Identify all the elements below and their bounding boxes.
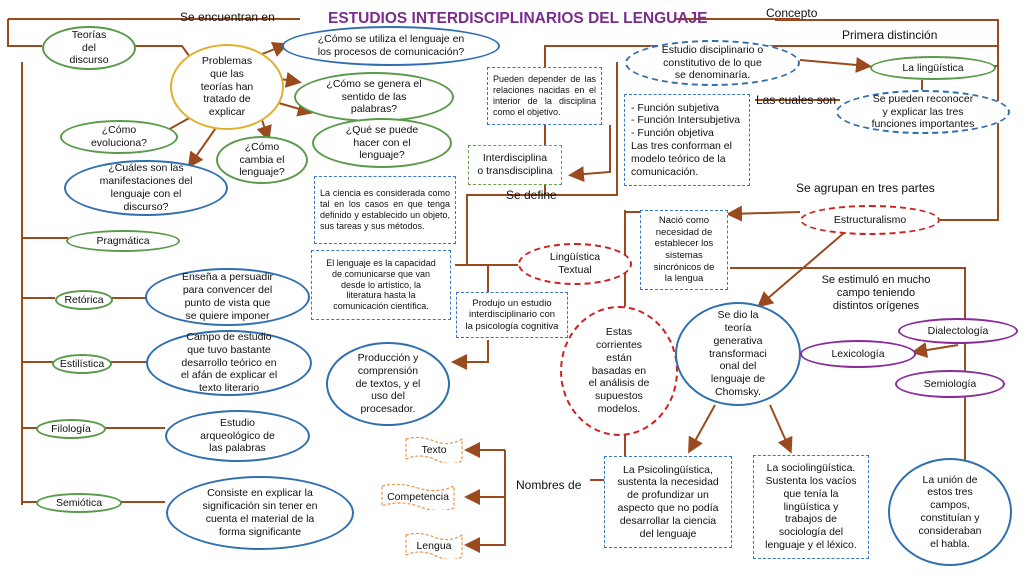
box-nacio: Nació como necesidad de establecer los s… (640, 210, 728, 290)
node-linguistica-textual: Lingüística Textual (518, 243, 632, 285)
node-question-sentido: ¿Cómo se genera el sentido de las palabr… (294, 72, 454, 122)
label-se-define: Se define (506, 188, 557, 202)
node-estilistica-desc: Campo de estudio que tuvo bastante desar… (146, 330, 312, 396)
node-pragmatica: Pragmática (66, 230, 180, 252)
label-se-encuentran-en: Se encuentran en (180, 10, 275, 24)
node-teorias-del-discurso: Teorías del discurso (42, 26, 136, 70)
node-estudio-disciplinario: Estudio disciplinario o constitutivo de … (625, 40, 800, 86)
node-retorica: Retórica (55, 290, 113, 310)
flag-competencia: Competencia (380, 484, 456, 510)
node-filologia-desc: Estudio arqueológico de las palabras (165, 410, 310, 462)
node-question-cambia: ¿Cómo cambia el lenguaje? (216, 136, 308, 184)
box-interdisciplina: Interdisciplina o transdisciplina (468, 145, 562, 185)
node-filologia: Filología (36, 419, 106, 439)
node-reconocer-funciones: Se pueden reconocer y explicar las tres … (836, 90, 1010, 134)
node-estilistica: Estilística (52, 354, 112, 374)
box-sociolinguistica: La sociolingüística. Sustenta los vacíos… (753, 455, 869, 559)
node-problemas: Problemas que las teorías han tratado de… (170, 44, 284, 130)
node-estas-corrientes: Estas corrientes están basadas en el aná… (560, 306, 678, 436)
node-union-campos: La unión de estos tres campos, constituí… (888, 458, 1012, 566)
node-semiologia: Semiología (895, 370, 1005, 398)
node-estructuralismo: Estructuralismo (800, 205, 940, 235)
flag-texto: Texto (404, 437, 464, 463)
node-produccion: Producción y comprensión de textos, y el… (326, 342, 450, 426)
flag-lengua-label: Lengua (416, 540, 452, 552)
label-primera-distincion: Primera distinción (842, 28, 938, 42)
node-la-linguistica: La lingüística (870, 56, 996, 80)
label-concepto: Concepto (766, 6, 818, 20)
label-se-estimulo: Se estimuló en mucho campo teniendo dist… (821, 274, 931, 313)
box-psicolinguistica: La Psicolingüística, sustenta la necesid… (604, 456, 732, 548)
box-ciencia: La ciencia es considerada como tal en lo… (314, 176, 456, 244)
node-dialectologia: Dialectología (898, 318, 1018, 344)
node-question-evoluciona: ¿Cómo evoluciona? (60, 120, 178, 154)
flag-texto-label: Texto (421, 444, 447, 456)
label-las-cuales-son: Las cuales son (756, 93, 837, 107)
label-nombres-de: Nombres de (516, 478, 582, 492)
label-se-agrupan: Se agrupan en tres partes (796, 181, 935, 195)
box-funciones: - Función subjetiva - Función Intersubje… (624, 94, 750, 186)
node-question-comunicacion: ¿Cómo se utiliza el lenguaje en los proc… (282, 26, 500, 66)
box-pueden-depender: Pueden depender de las relaciones nacida… (487, 67, 602, 125)
box-lenguaje-capacidad: El lenguaje es la capacidad de comunicar… (311, 250, 451, 320)
node-lexicologia: Lexicología (800, 340, 916, 368)
flag-competencia-label: Competencia (387, 491, 449, 503)
node-chomsky: Se dio la teoría generativa transformaci… (675, 302, 801, 406)
node-semiotica-desc: Consiste en explicar la significación si… (166, 476, 354, 550)
node-semiotica: Semiótica (36, 493, 122, 513)
node-question-manifestaciones: ¿Cuáles son las manifestaciones del leng… (64, 160, 228, 216)
box-produjo: Produjo un estudio interdisciplinario co… (456, 292, 568, 338)
node-retorica-desc: Enseña a persuadir para convencer del pu… (145, 268, 310, 326)
flag-lengua: Lengua (404, 533, 464, 559)
diagram-title: ESTUDIOS INTERDISCIPLINARIOS DEL LENGUAJ… (328, 10, 708, 27)
node-question-hacer: ¿Qué se puede hacer con el lenguaje? (312, 118, 452, 168)
